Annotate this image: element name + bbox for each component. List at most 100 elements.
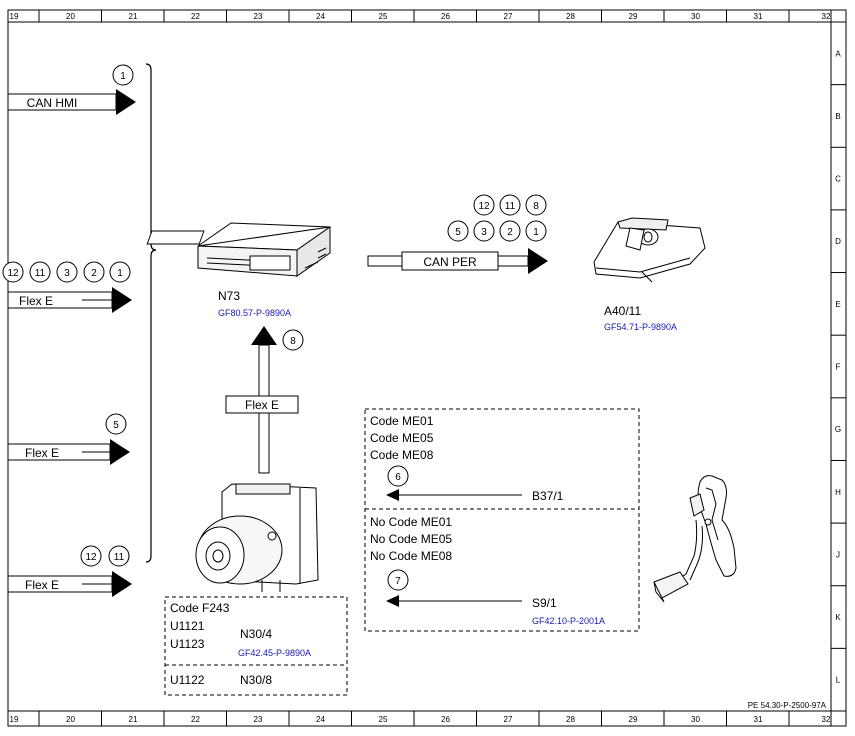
ref-circle — [499, 220, 521, 242]
ref-circle-number: 11 — [35, 268, 46, 279]
n30-code: Code F243 — [170, 601, 230, 615]
connector-label-box — [225, 395, 299, 414]
ruler-column-label: 19 — [10, 715, 19, 724]
ruler-column-label: 26 — [441, 715, 450, 724]
flex-e-uplink: 8 Flex E — [225, 326, 304, 474]
ruler-column-label: 23 — [254, 715, 263, 724]
ruler-column-label: 31 — [754, 715, 763, 724]
ref-circle — [525, 220, 547, 242]
no-code-me-line-2: No Code ME05 — [370, 532, 452, 546]
ref-circle-number: 2 — [91, 268, 97, 279]
no-code-me-line-3: No Code ME08 — [370, 549, 452, 563]
ref-circle — [109, 261, 131, 283]
arrow-head — [112, 571, 132, 597]
ref-circle-number: 1 — [533, 227, 539, 238]
code-me-box: Code ME01 Code ME05 Code ME08 6 B37/1 No… — [364, 408, 640, 632]
ref-circle — [473, 194, 495, 216]
ruler-column-label: 25 — [379, 715, 388, 724]
ref-circle — [387, 465, 409, 487]
code-me-line-3: Code ME08 — [370, 448, 434, 462]
arrow-head — [112, 287, 132, 313]
ref-circle — [112, 64, 134, 86]
ref-circle — [473, 220, 495, 242]
ruler-row-label: H — [835, 488, 841, 497]
s9-1-name: S9/1 — [532, 596, 557, 610]
ref-circle-number: 12 — [478, 201, 490, 212]
ref-circle-number: 11 — [114, 552, 125, 563]
input-flex-e-2: 5 Flex E — [7, 413, 130, 465]
connector-label: Flex E — [245, 398, 279, 412]
input-flex-e-3: 12 11 Flex E — [7, 545, 132, 597]
ruler-row-label: K — [835, 613, 841, 622]
ref-circle — [2, 261, 24, 283]
ruler-marks: 1919202021212222232324242525262627272828… — [10, 10, 846, 726]
ref-circle-number: 11 — [505, 201, 516, 212]
no-code-me-line-1: No Code ME01 — [370, 515, 452, 529]
ruler-column-label: 27 — [504, 715, 513, 724]
code-me-line-1: Code ME01 — [370, 414, 434, 428]
ruler-row-label: B — [835, 112, 840, 121]
ruler-column-label: 29 — [629, 715, 638, 724]
can-per-connector: 12 11 8 5 3 2 1 CAN PER — [367, 194, 548, 274]
signal-arrow-head — [386, 489, 399, 501]
ref-circle-number: 8 — [533, 201, 539, 212]
b37-1-name: B37/1 — [532, 489, 564, 503]
dashed-box — [364, 408, 640, 632]
ruler-row-label: G — [835, 425, 841, 434]
ruler-column-label: 22 — [191, 12, 200, 21]
a40-11-display-drawing — [593, 217, 706, 283]
ruler-column-label: 20 — [66, 12, 75, 21]
ref-circle — [387, 569, 409, 591]
a40-11-name: A40/11 — [604, 304, 641, 318]
ref-circle-number: 1 — [117, 268, 123, 279]
input-can-hmi: 1 CAN HMI — [7, 64, 136, 115]
arrow-head — [528, 248, 548, 274]
ruler-column-label: 30 — [691, 12, 700, 21]
ruler-column-label: 21 — [129, 12, 138, 21]
ref-circle — [56, 261, 78, 283]
ruler-row-label: D — [835, 237, 841, 246]
ref-circle-number: 12 — [7, 268, 19, 279]
n30-8-name: N30/8 — [240, 673, 272, 687]
ruler-column-label: 20 — [66, 715, 75, 724]
connector-label: CAN HMI — [27, 96, 78, 110]
ruler-row-label: A — [835, 49, 841, 58]
ruler-column-label: 28 — [566, 12, 575, 21]
arrow-head — [116, 89, 136, 115]
ruler-column-label: 25 — [379, 12, 388, 21]
ruler-column-label: 24 — [316, 12, 325, 21]
ref-circle — [80, 545, 102, 567]
n30-code-line-2: U1123 — [170, 637, 205, 651]
ruler-column-label: 29 — [629, 12, 638, 21]
ruler-column-label: 31 — [754, 12, 763, 21]
signal-arrow-head — [386, 595, 399, 607]
n73-name: N73 — [218, 289, 240, 303]
ruler-column-label: 19 — [10, 12, 19, 21]
connector-label: Flex E — [25, 446, 59, 460]
ref-circle — [108, 545, 130, 567]
ruler-row-label: F — [836, 363, 841, 372]
ref-circle — [83, 261, 105, 283]
bus-brace — [145, 63, 157, 563]
ref-circle — [447, 220, 469, 242]
ruler-column-label: 27 — [504, 12, 513, 21]
frame-border — [7, 9, 847, 727]
connector-label-box — [401, 251, 499, 271]
ref-circle-number: 1 — [120, 71, 126, 82]
ref-circle-number: 3 — [481, 227, 487, 238]
ref-circle-number: 7 — [395, 576, 401, 587]
input-flex-e-1: 12 11 3 2 1 Flex E — [2, 261, 132, 313]
n73-reference: GF80.57-P-9890A — [218, 308, 291, 318]
a40-11-reference: GF54.71-P-9890A — [604, 322, 677, 332]
ruler-row-label: E — [835, 300, 840, 309]
connector-label: CAN PER — [423, 255, 477, 269]
ruler-column-label: 23 — [254, 12, 263, 21]
ruler-column-label: 32 — [822, 12, 831, 21]
brake-pedal-drawing — [653, 475, 737, 603]
ruler-column-label: 22 — [191, 715, 200, 724]
ref-circle-number: 8 — [290, 336, 296, 347]
n30-alt-code: U1122 — [170, 673, 205, 687]
n73-control-unit-drawing — [146, 222, 331, 277]
ruler-column-label: 24 — [316, 715, 325, 724]
ref-circle — [29, 261, 51, 283]
